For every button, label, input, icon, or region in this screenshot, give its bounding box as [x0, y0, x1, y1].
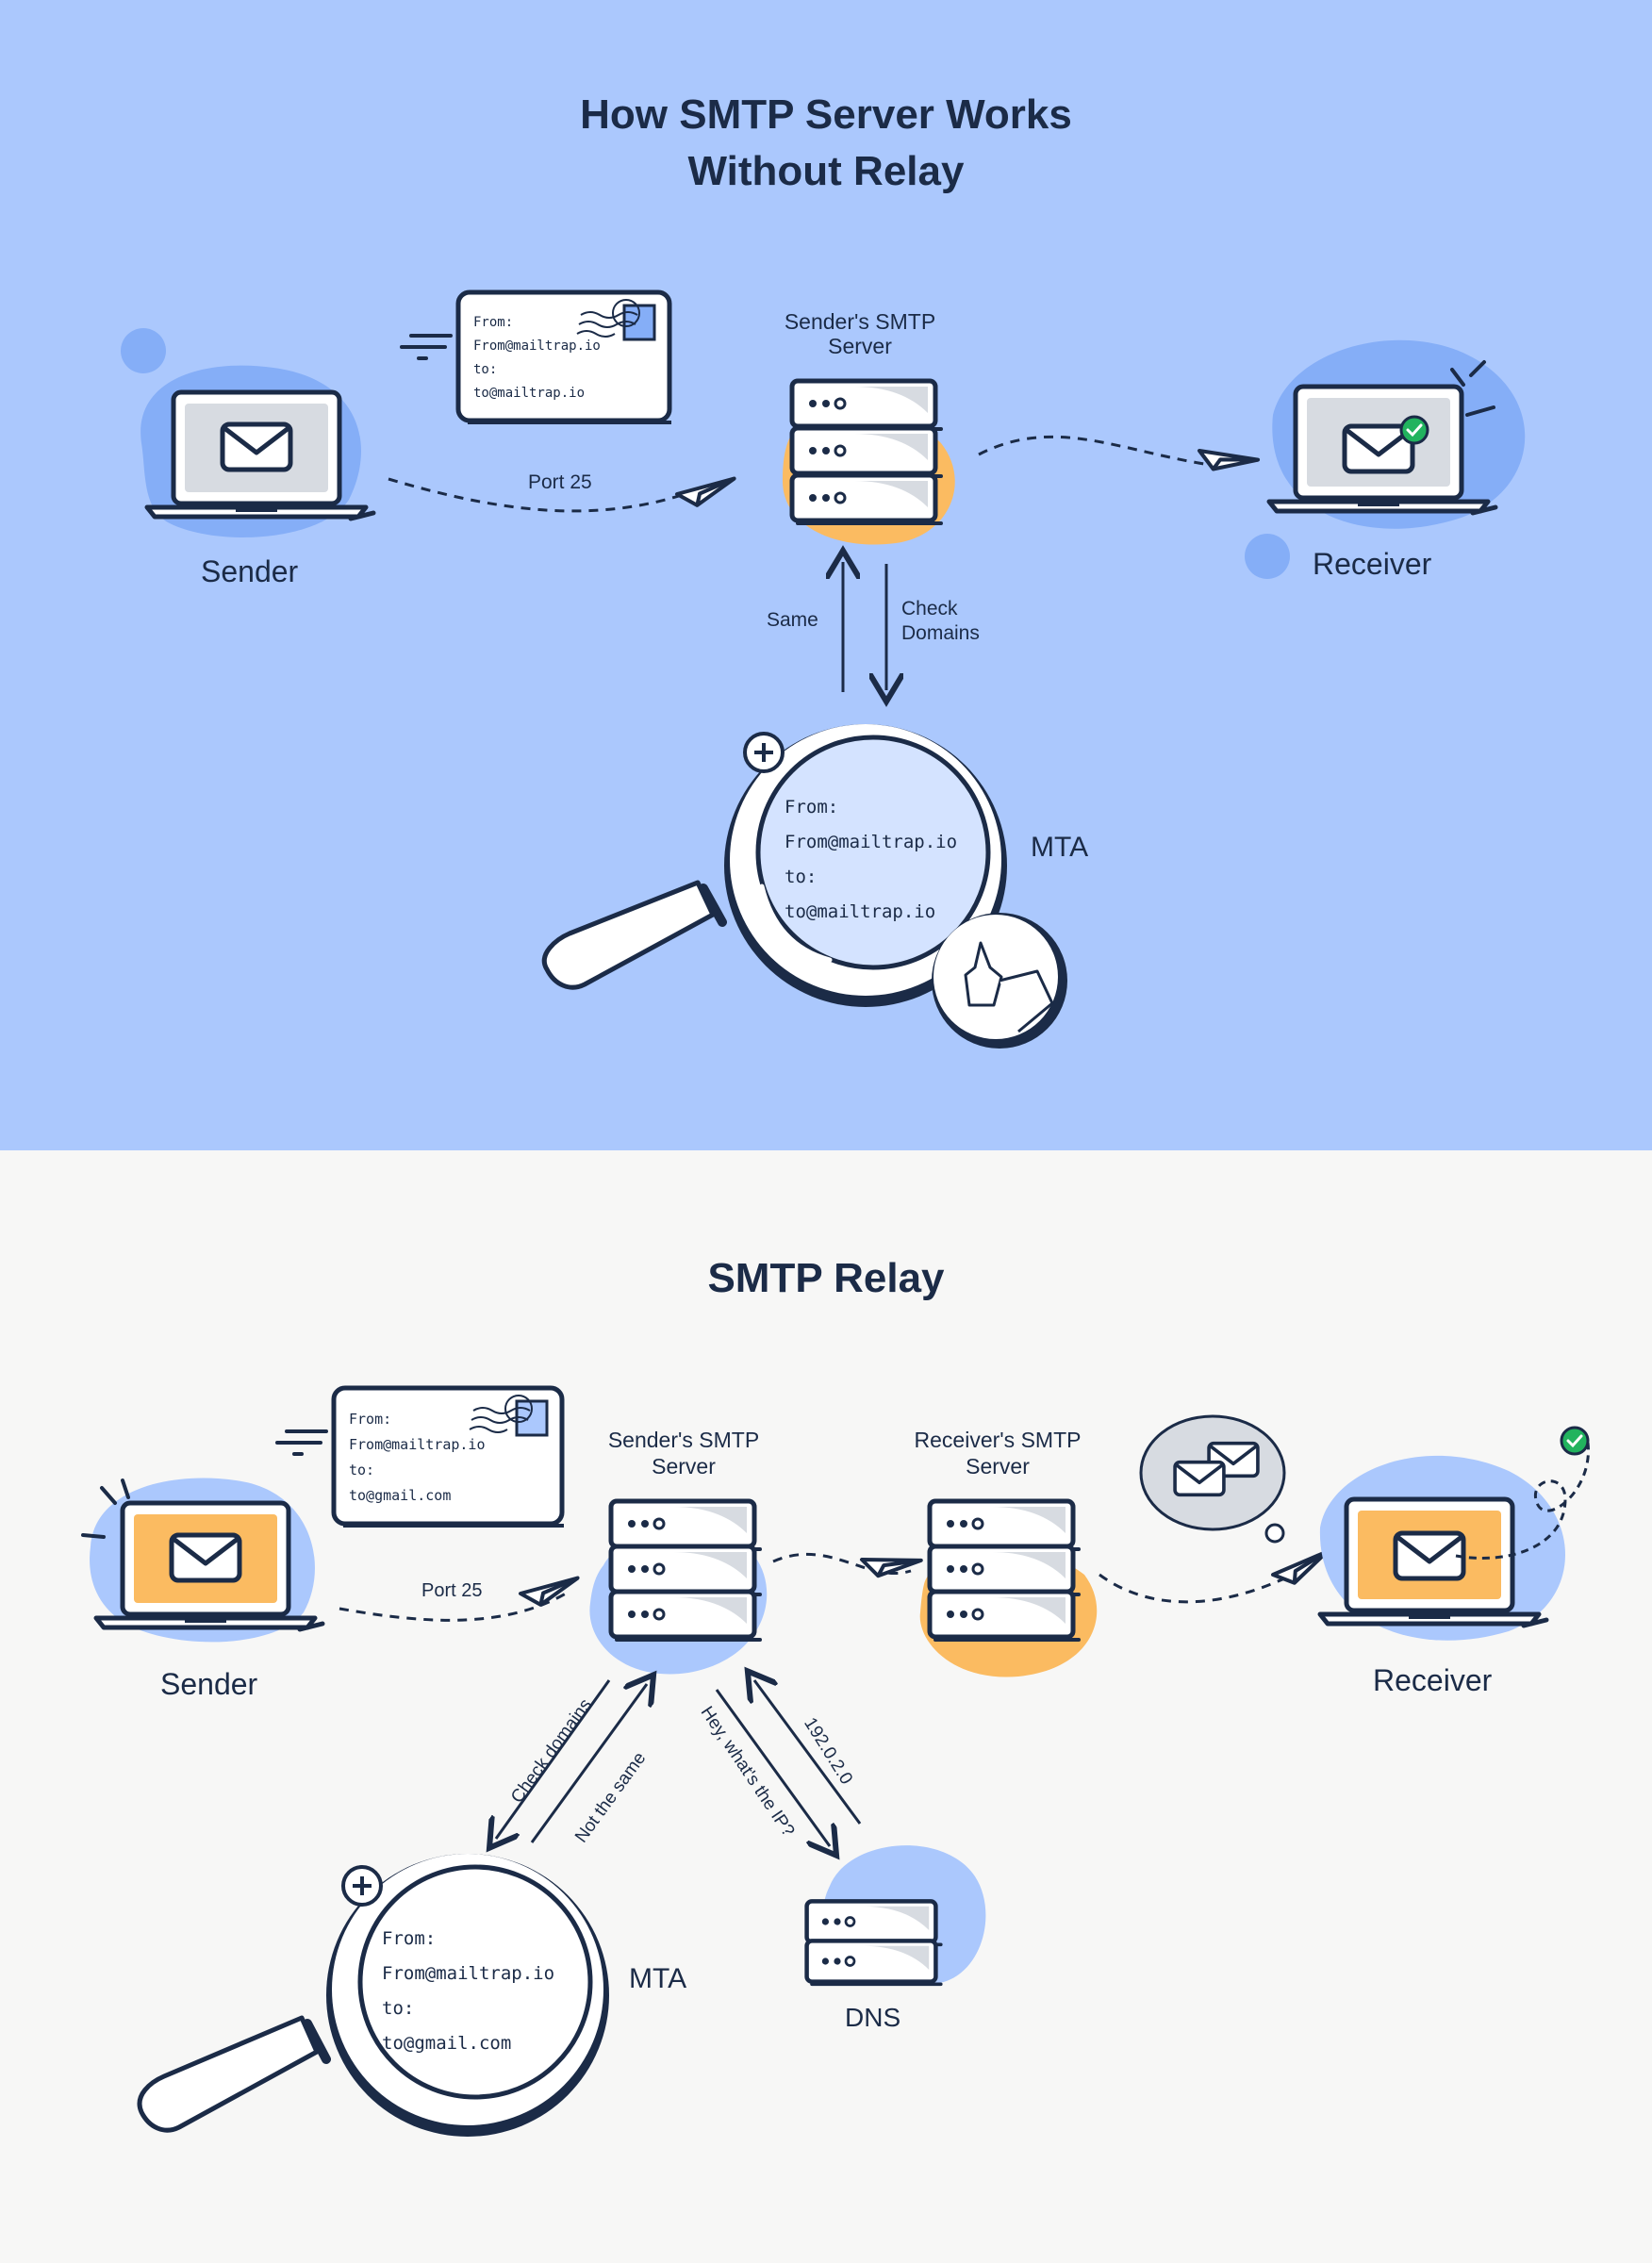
bottom-env-line2: From@mailtrap.io: [349, 1436, 486, 1453]
bottom-envelope: [275, 1385, 565, 1528]
bottom-receiver-laptop: [1320, 1426, 1590, 1641]
top-check-domains-2: Domains: [901, 622, 980, 644]
top-envelope-text: From: From@mailtrap.io to: to@mailtrap.i…: [473, 311, 601, 405]
top-mta-label: MTA: [1031, 832, 1089, 863]
bottom-plane-2: [857, 1548, 923, 1585]
top-env-line1: From:: [473, 315, 514, 330]
bottom-sender-laptop: [81, 1478, 322, 1643]
top-plane-2: [1193, 439, 1261, 484]
top-sender-laptop: [121, 328, 373, 537]
top-mta-magnifier: [542, 724, 1067, 1049]
top-env-line2: From@mailtrap.io: [473, 339, 601, 354]
top-check-domains-1: Check: [901, 598, 958, 619]
whats-ip-arrow: [715, 1689, 830, 1846]
top-server-label-1: Sender's SMTP: [784, 309, 936, 334]
top-port-label: Port 25: [528, 471, 592, 493]
bottom-receiver-label: Receiver: [1373, 1663, 1493, 1697]
top-port25-path: [388, 477, 680, 513]
bottom-envelope-text: From: From@mailtrap.io to: to@gmail.com: [349, 1407, 486, 1509]
top-env-line4: to@mailtrap.io: [473, 386, 586, 401]
top-server-label-2: Server: [828, 334, 892, 358]
bottom-check-icon: [1560, 1426, 1590, 1456]
dns-label: DNS: [845, 2003, 901, 2032]
top-title-line2: Without Relay: [687, 148, 965, 194]
top-check-icon: [1399, 415, 1429, 445]
top-receiver-laptop: [1245, 339, 1526, 579]
top-lens-line4: to@mailtrap.io: [785, 901, 936, 922]
bottom-panel: [0, 1150, 1652, 2263]
bottom-receiver-server-2: Server: [966, 1454, 1030, 1478]
top-title-line1: How SMTP Server Works: [580, 91, 1072, 138]
bottom-lens-line4: to@gmail.com: [382, 2033, 512, 2054]
top-delivery-path: [978, 435, 1217, 468]
not-same-arrow: [530, 1684, 647, 1843]
bottom-lens-text: From: From@mailtrap.io to: to@gmail.com: [382, 1922, 554, 2061]
bottom-receiver-smtp-server: [919, 1501, 1098, 1677]
dns-server: [807, 1845, 986, 1985]
top-lens-line3: to:: [785, 867, 818, 887]
ip-reply-arrow: [754, 1680, 862, 1825]
bottom-sender-server-1: Sender's SMTP: [607, 1428, 760, 1452]
top-lens-line1: From:: [785, 797, 839, 818]
bottom-lens-line1: From:: [382, 1928, 437, 1949]
bottom-sender-label: Sender: [160, 1667, 258, 1701]
top-envelope: [400, 289, 672, 424]
top-same-label: Same: [767, 609, 818, 631]
thought-bubble: [1139, 1414, 1286, 1544]
bottom-sender-smtp-server: [589, 1501, 768, 1675]
bottom-lens-line3: to:: [382, 1998, 415, 2019]
bottom-receiver-server-1: Receiver's SMTP: [914, 1428, 1082, 1452]
top-sender-label: Sender: [201, 554, 299, 588]
top-env-line3: to:: [473, 362, 498, 377]
bottom-mta-label: MTA: [629, 1963, 687, 1994]
bottom-env-line1: From:: [349, 1411, 392, 1428]
top-plane-1: [673, 476, 739, 509]
top-lens-text: From: From@mailtrap.io to: to@mailtrap.i…: [785, 790, 957, 930]
bottom-relay-path: [772, 1552, 912, 1575]
top-lens-line2: From@mailtrap.io: [785, 832, 958, 852]
bottom-delivery-path: [1099, 1563, 1312, 1604]
bottom-port-label: Port 25: [421, 1580, 483, 1601]
bottom-mta-magnifier: [137, 1854, 609, 2137]
bottom-lens-line2: From@mailtrap.io: [382, 1963, 555, 1984]
bottom-sender-server-2: Server: [652, 1454, 716, 1478]
top-receiver-label: Receiver: [1313, 547, 1432, 581]
bottom-env-line3: to:: [349, 1462, 375, 1478]
bottom-plane-1: [517, 1576, 583, 1609]
check-domains-arrow: [496, 1679, 611, 1839]
top-sender-smtp-server: [783, 381, 955, 545]
bottom-title: SMTP Relay: [707, 1255, 945, 1301]
bottom-env-line4: to@gmail.com: [349, 1487, 452, 1504]
